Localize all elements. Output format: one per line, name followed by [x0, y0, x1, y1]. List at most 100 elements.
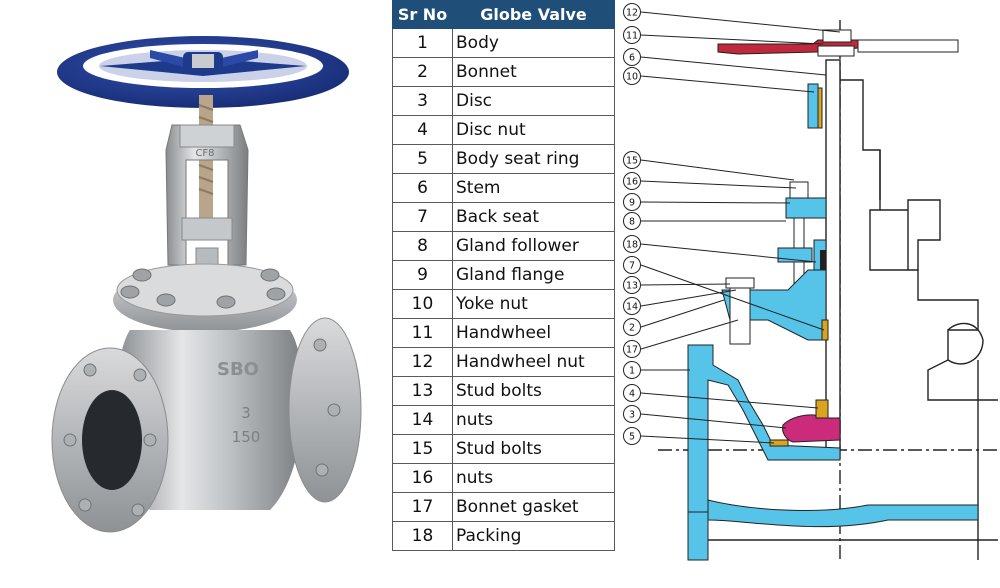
right-flange: [288, 317, 362, 503]
part-name: nuts: [452, 463, 615, 493]
handwheel: [57, 36, 349, 108]
callout-leader: [640, 283, 731, 286]
part-number: 7: [392, 202, 453, 232]
callout-label: 8: [629, 217, 635, 228]
part-number: 13: [392, 376, 453, 406]
callout-leader: [640, 289, 737, 307]
callout-leader: [640, 11, 841, 33]
part-name: Gland flange: [452, 260, 615, 290]
callout-circle: [623, 3, 641, 21]
callout-circle: [623, 318, 641, 336]
part-number: 15: [392, 434, 453, 464]
callout-leader: [640, 75, 815, 93]
stamp-top: CF8: [195, 148, 214, 159]
callout-circle: [623, 193, 641, 211]
callout-label: 12: [626, 8, 638, 19]
callout-circle: [623, 151, 641, 169]
bonnet-section: [721, 269, 829, 345]
stamp-size: 3: [241, 404, 251, 422]
left-flange: [51, 347, 169, 533]
callout-leader: [640, 392, 819, 409]
callout-leader: [640, 180, 797, 189]
stamp-class: 150: [232, 428, 261, 446]
callout-leader: [640, 159, 795, 181]
callout-label: 1: [629, 366, 635, 377]
table-header-row: Sr No Globe Valve: [392, 0, 615, 29]
callout-circle: [623, 212, 641, 230]
callout-label: 16: [626, 177, 638, 188]
callout-leader: [640, 243, 817, 263]
callout-label: 17: [626, 345, 638, 356]
callout-label: 13: [626, 281, 638, 292]
part-name: Handwheel: [452, 318, 615, 348]
part-number: 18: [392, 521, 453, 551]
part-name: Disc: [452, 86, 615, 116]
part-name: Disc nut: [452, 115, 615, 145]
part-number: 4: [392, 115, 453, 145]
callout-leader: [640, 34, 824, 45]
part-number: 10: [392, 289, 453, 319]
callout-circle: [623, 235, 641, 253]
callout-circle: [623, 172, 641, 190]
header-sr-no: Sr No: [392, 0, 453, 29]
part-name: Back seat: [452, 202, 615, 232]
callout-label: 6: [629, 53, 635, 64]
callout-leader: [640, 264, 825, 331]
part-name: Stem: [452, 173, 615, 203]
callout-leader: [640, 299, 725, 328]
part-number: 11: [392, 318, 453, 348]
header-globe-valve: Globe Valve: [452, 0, 615, 29]
callout-label: 15: [626, 156, 638, 167]
callout-circle: [623, 67, 641, 85]
callout-label: 7: [629, 261, 635, 272]
callout-label: 3: [629, 410, 635, 421]
part-name: Yoke nut: [452, 289, 615, 319]
handwheel-section: [717, 29, 959, 57]
part-name: Stud bolts: [452, 434, 615, 464]
callout-leader: [640, 413, 787, 429]
callout-circle: [623, 384, 641, 402]
drawing-outline: [658, 20, 998, 560]
callout-circle: [623, 405, 641, 423]
callout-label: 10: [626, 72, 638, 83]
callout-circle: [623, 340, 641, 358]
part-name: Bonnet: [452, 57, 615, 87]
part-number: 8: [392, 231, 453, 261]
callout-leader: [640, 435, 775, 444]
callout-label: 4: [629, 389, 635, 400]
part-name: Body: [452, 28, 615, 58]
part-name: Packing: [452, 521, 615, 551]
callout-circle: [623, 361, 641, 379]
callout-label: 14: [626, 302, 638, 313]
part-number: 9: [392, 260, 453, 290]
part-number: 16: [392, 463, 453, 493]
globe-valve-photo: CF8 SBO 3 150: [51, 36, 362, 533]
part-name: Stud bolts: [452, 376, 615, 406]
callout-circle: [623, 297, 641, 315]
part-name: Gland follower: [452, 231, 615, 261]
callout-circle: [623, 256, 641, 274]
part-number: 17: [392, 492, 453, 522]
callout-leader: [640, 319, 739, 350]
part-name: Handwheel nut: [452, 347, 615, 377]
part-number: 6: [392, 173, 453, 203]
part-name: Body seat ring: [452, 144, 615, 174]
